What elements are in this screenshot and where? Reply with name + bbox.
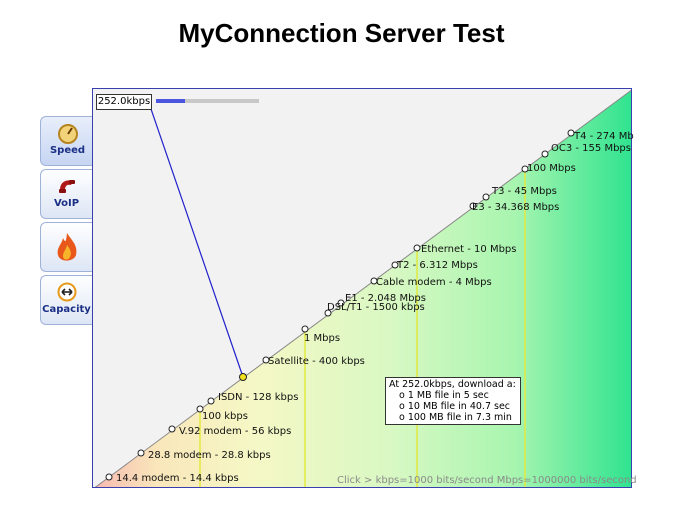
speed-point-marker	[482, 193, 490, 201]
indicator-line	[150, 108, 244, 378]
speed-point-marker	[391, 261, 399, 269]
speed-point-marker	[370, 277, 378, 285]
progress-bar	[156, 99, 259, 103]
speed-point-marker	[262, 356, 270, 364]
speed-point-label: 1 Mbps	[304, 333, 341, 344]
speed-point-marker	[413, 244, 421, 252]
tab-speed[interactable]: Speed	[40, 116, 94, 166]
speed-point-label: 100 kbps	[202, 411, 248, 422]
arrows-icon	[41, 282, 92, 306]
speed-point-marker	[469, 202, 477, 210]
phone-icon	[41, 176, 92, 202]
speed-point-marker	[105, 473, 113, 481]
speed-point-label: 100 Mbps	[527, 163, 576, 174]
speed-point-label: Cable modem - 4 Mbps	[376, 277, 492, 288]
tab-voip[interactable]: VoIP	[40, 169, 92, 219]
gauge-icon	[41, 123, 94, 149]
speed-point-marker	[541, 150, 549, 158]
info-line: o 1 MB file in 5 sec	[399, 390, 489, 401]
speed-point-label: Satellite - 400 kbps	[268, 356, 365, 367]
footer-note: Click > kbps=1000 bits/second Mbps=10000…	[337, 475, 637, 486]
tab-voip-label: VoIP	[53, 198, 80, 209]
speed-point-label: T2 - 6.312 Mbps	[397, 260, 478, 271]
speed-point-marker	[337, 299, 345, 307]
speed-point-marker	[301, 325, 309, 333]
speed-point-label: T3 - 45 Mbps	[492, 186, 557, 197]
current-speed-marker	[239, 373, 247, 381]
speed-point-label: V.92 modem - 56 kbps	[179, 426, 292, 437]
tab-speed-label: Speed	[49, 145, 86, 156]
info-line: At 252.0kbps, download a:	[389, 379, 516, 390]
speed-point-marker	[324, 309, 332, 317]
speed-point-label: OC3 - 155 Mbps	[551, 143, 631, 154]
info-line: o 100 MB file in 7.3 min	[399, 412, 512, 423]
speed-point-label: 28.8 modem - 28.8 kbps	[148, 450, 271, 461]
speed-point-label: E1 - 2.048 Mbps	[345, 293, 426, 304]
page-title: MyConnection Server Test	[178, 18, 505, 48]
flame-icon	[41, 231, 92, 269]
speed-point-marker	[168, 425, 176, 433]
tab-capacity-label: Capacity	[42, 304, 91, 315]
download-info-box: At 252.0kbps, download a: o 1 MB file in…	[385, 377, 521, 425]
tab-firewall[interactable]	[40, 222, 92, 272]
speed-point-marker	[207, 397, 215, 405]
speed-point-label: ISDN - 128 kbps	[218, 392, 299, 403]
tab-capacity[interactable]: Capacity	[40, 275, 92, 325]
speed-point-label: E3 - 34.368 Mbps	[472, 202, 560, 213]
speed-point-label: T4 - 274 Mb	[574, 131, 634, 142]
speed-point-marker	[567, 129, 575, 137]
speed-readout: 252.0kbps	[96, 94, 152, 110]
speed-point-label: Ethernet - 10 Mbps	[421, 244, 517, 255]
speed-point-marker	[521, 165, 529, 173]
speed-point-marker	[196, 405, 204, 413]
speed-point-label: 14.4 modem - 14.4 kbps	[116, 473, 239, 484]
progress-fill	[156, 99, 185, 103]
speed-point-label: DSL/T1 - 1500 kbps	[327, 302, 425, 313]
speed-point-marker	[137, 449, 145, 457]
info-line: o 10 MB file in 40.7 sec	[399, 401, 511, 412]
